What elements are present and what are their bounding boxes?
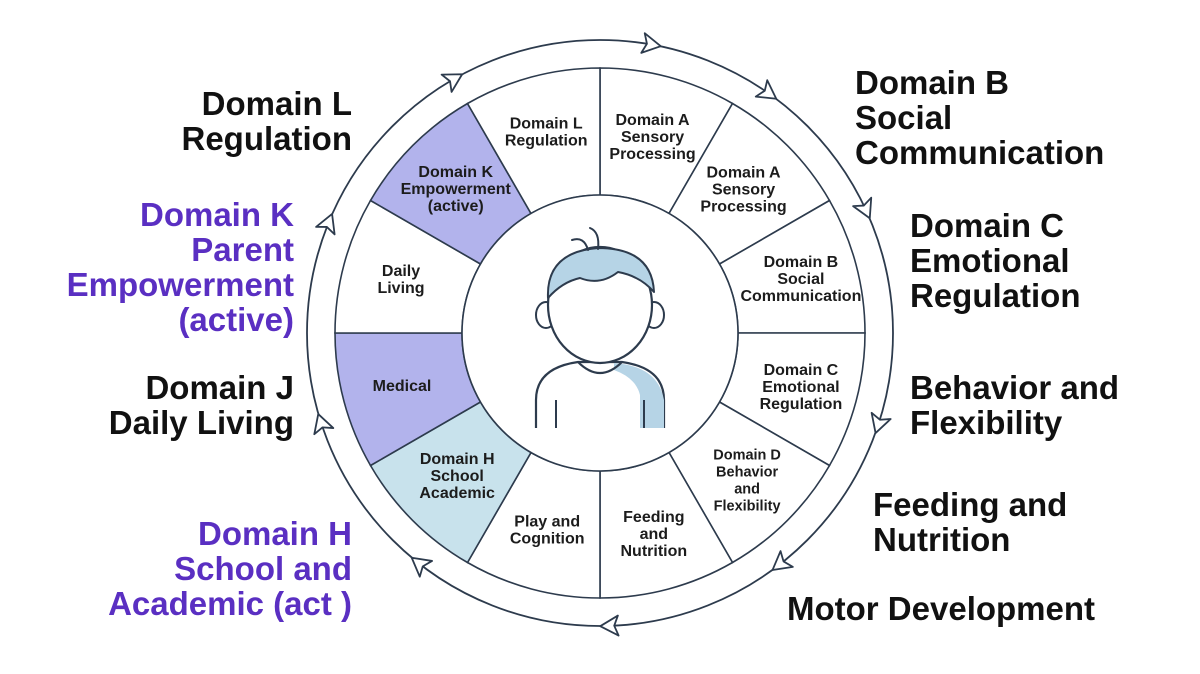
- arrowhead-icon: [440, 73, 464, 93]
- child-avatar-icon: [534, 227, 666, 428]
- segment-label-medical: Medical: [373, 378, 432, 395]
- arrowhead-icon: [410, 556, 433, 578]
- arrowhead-icon: [315, 213, 336, 236]
- arrowhead-icon: [870, 411, 892, 434]
- arrowhead-icon: [640, 32, 662, 54]
- arrowhead-icon: [771, 550, 794, 571]
- arrowhead-icon: [313, 413, 335, 436]
- arrowhead-icon: [852, 196, 873, 220]
- cycle-arrows: [306, 32, 894, 637]
- arrowhead-icon: [754, 79, 778, 100]
- outer-label-motor: Motor Development: [787, 590, 1095, 627]
- center-circle: [461, 194, 739, 472]
- arrowhead-icon: [599, 614, 620, 637]
